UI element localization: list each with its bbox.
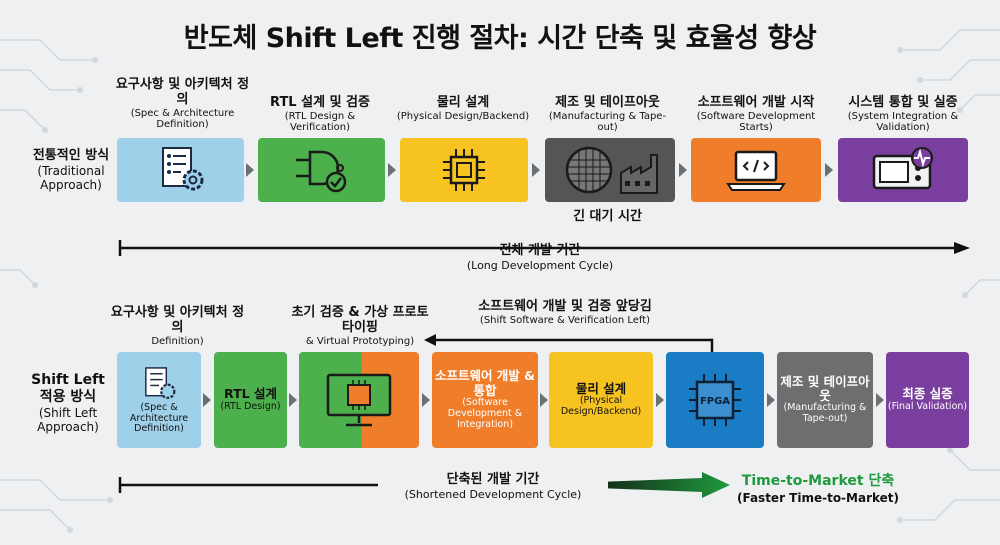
trad-arrow-5 xyxy=(825,163,833,177)
trad-step3-box xyxy=(400,138,528,202)
spec-gear-icon xyxy=(145,366,176,399)
trad-arrow-1 xyxy=(246,163,254,177)
sl-step8-box: 최종 실증 (Final Validation) xyxy=(886,352,969,448)
trad-step4-label: 제조 및 테이프아웃 (Manufacturing & Tape-out) xyxy=(548,95,667,134)
sl-step1-label: 요구사항 및 아키텍처 정의 Definition) xyxy=(110,305,245,347)
sl-step5-box: 물리 설계 (Physical Design/Backend) xyxy=(549,352,653,448)
sl-arrow-4 xyxy=(540,393,548,407)
trad-step5-label: 소프트웨어 개발 시작 (Software Development Starts… xyxy=(696,95,816,134)
long-cycle-timeline xyxy=(118,240,970,256)
spec-gear-icon xyxy=(161,147,203,191)
sl-step3-label: 초기 검증 & 가상 프로토타이핑 & Virtual Prototyping) xyxy=(291,305,429,347)
sl-step7-box: 제조 및 테이프아웃 (Manufacturing & Tape-out) xyxy=(777,352,873,448)
trad-step3-label: 물리 설계 (Physical Design/Backend) xyxy=(396,95,530,122)
trad-step2-label: RTL 설계 및 검증 (RTL Design & Verification) xyxy=(270,95,370,134)
shift-left-note: 소프트웨어 개발 및 검증 앞당김 (Shift Software & Veri… xyxy=(478,299,652,326)
fpga-text: FPGA xyxy=(700,396,730,407)
trad-step4-box xyxy=(545,138,675,202)
chip-icon xyxy=(443,149,485,191)
sl-step1-box: (Spec & Architecture Definition) xyxy=(117,352,201,448)
fpga-chip-icon: FPGA xyxy=(689,374,741,426)
trad-step1-box xyxy=(117,138,244,202)
trad-step6-box xyxy=(838,138,968,202)
shift-left-row-label: Shift Left 적용 방식 (Shift Left Approach) xyxy=(31,372,105,434)
sl-arrow-3 xyxy=(422,393,430,407)
long-cycle-label: 전체 개발 기간 (Long Development Cycle) xyxy=(466,243,614,273)
short-cycle-label: 단축된 개발 기간 (Shortened Development Cycle) xyxy=(378,472,608,502)
sl-step6-box: FPGA xyxy=(666,352,764,448)
trad-step5-box xyxy=(691,138,821,202)
traditional-row-label: 전통적인 방식 (Traditional Approach) xyxy=(32,148,110,192)
monitor-chip-icon xyxy=(326,373,392,427)
sl-arrow-6 xyxy=(767,393,775,407)
logic-gate-check-icon xyxy=(295,150,346,193)
sl-step2-box: RTL 설계 (RTL Design) xyxy=(214,352,287,448)
time-to-market-label: Time-to-Market 단축 (Faster Time-to-Market… xyxy=(736,473,900,505)
trad-arrow-4 xyxy=(679,163,687,177)
trad-arrow-2 xyxy=(388,163,396,177)
sl-arrow-5 xyxy=(656,393,664,407)
laptop-code-icon xyxy=(726,150,786,191)
page-title: 반도체 Shift Left 진행 절차: 시간 단축 및 효율성 향상 xyxy=(183,23,817,54)
sl-arrow-1 xyxy=(203,393,211,407)
wafer-factory-icon xyxy=(565,146,658,194)
trad-step2-box xyxy=(258,138,385,202)
long-wait-label: 긴 대기 시간 xyxy=(573,209,642,224)
sl-step4-box: 소프트웨어 개발 & 통합 (Software Development & In… xyxy=(432,352,538,448)
trad-step1-label: 요구사항 및 아키텍처 정의 (Spec & Architecture Defi… xyxy=(115,77,250,131)
sl-arrow-2 xyxy=(289,393,297,407)
sl-step3-box xyxy=(299,352,419,448)
trad-arrow-3 xyxy=(532,163,540,177)
sl-arrow-7 xyxy=(876,393,884,407)
oscilloscope-icon xyxy=(872,147,933,190)
trad-step6-label: 시스템 통합 및 실증 (System Integration & Valida… xyxy=(847,95,959,134)
